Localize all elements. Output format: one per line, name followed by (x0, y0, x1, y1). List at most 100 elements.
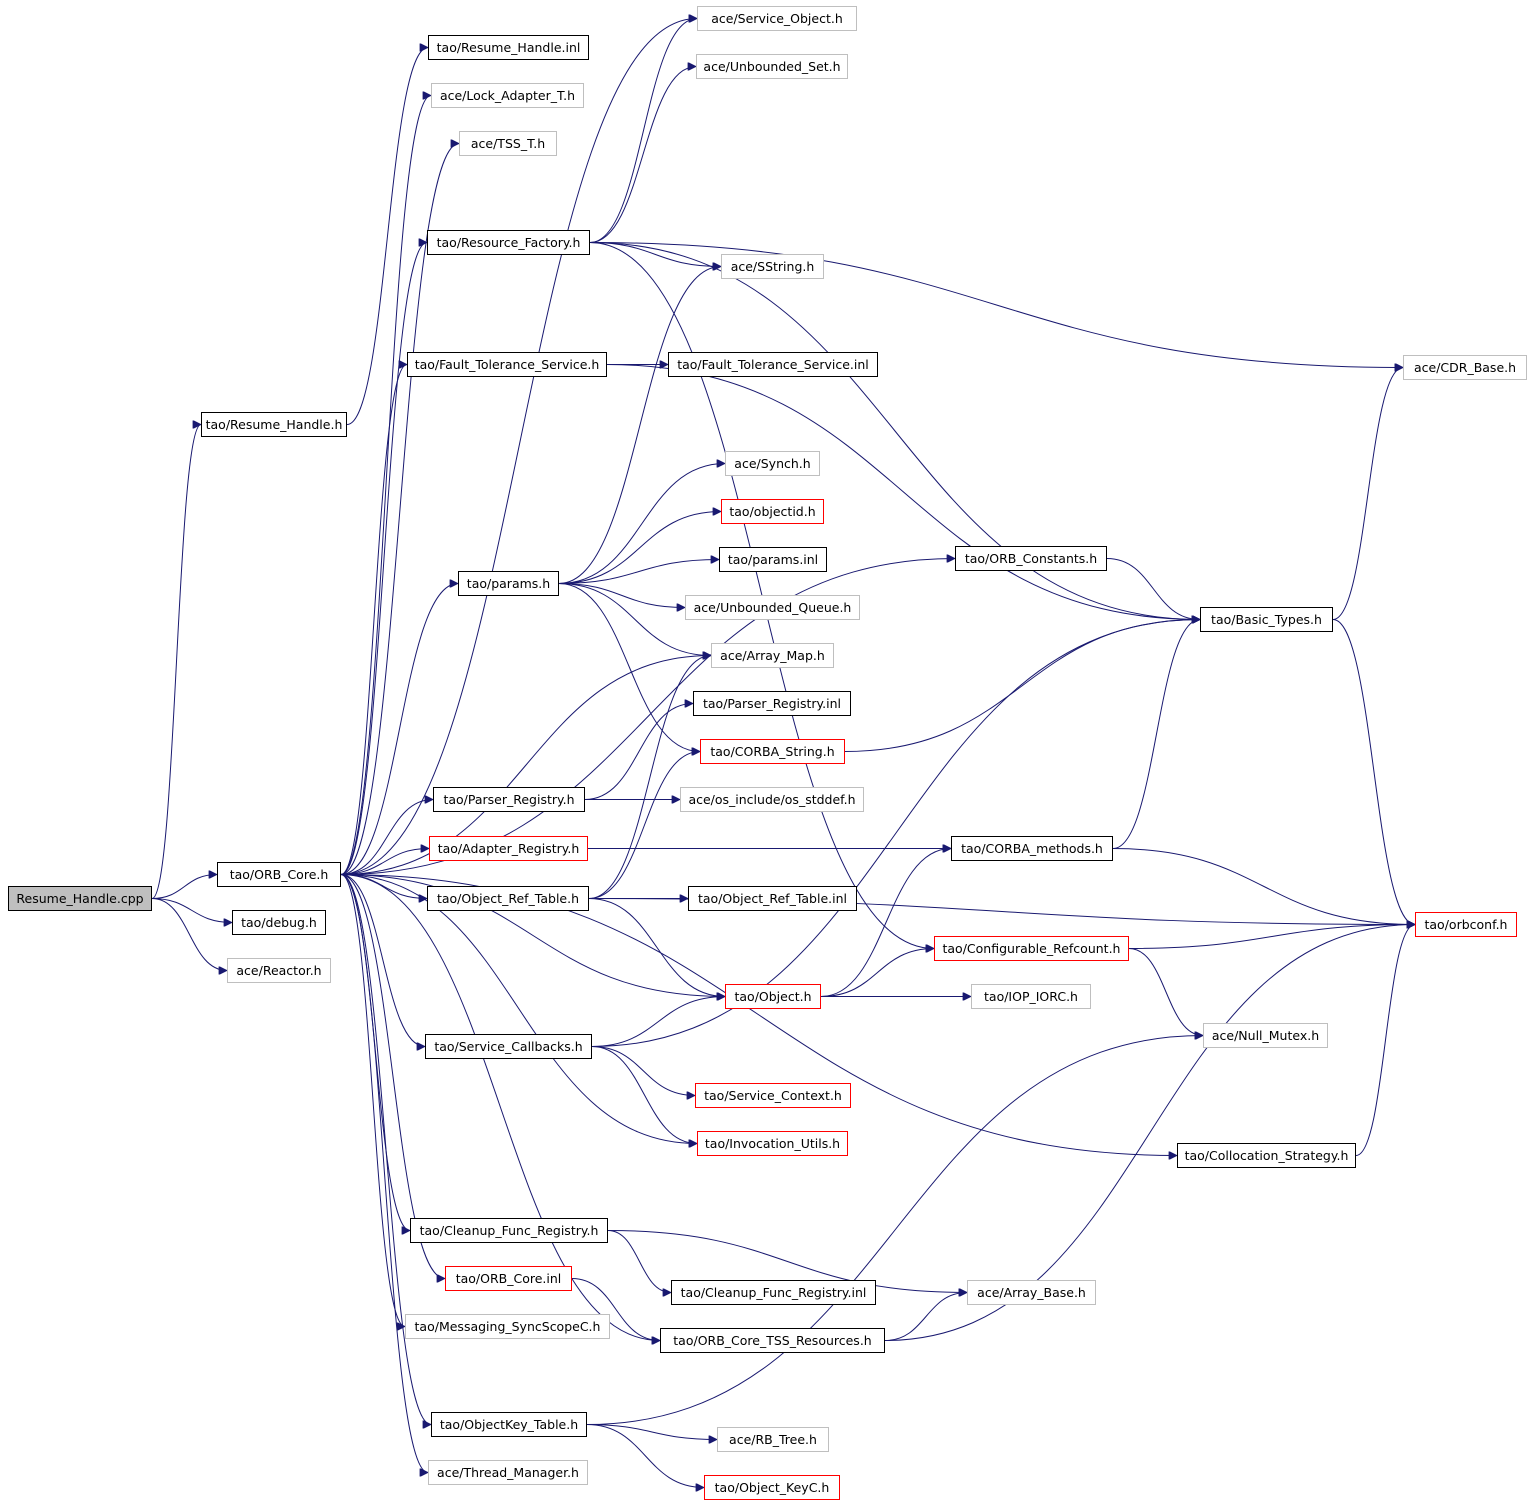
edge-ft-service-to-basic-types (606, 364, 1200, 620)
edge-orb-core-h-to-resource-factory (340, 243, 427, 875)
node-cdr-base[interactable]: ace/CDR_Base.h (1403, 355, 1527, 380)
edge-corba-methods-to-basic-types (1112, 620, 1200, 849)
node-collocation-strategy[interactable]: tao/Collocation_Strategy.h (1177, 1143, 1356, 1168)
node-service-context[interactable]: tao/Service_Context.h (695, 1083, 851, 1108)
node-parser-registry-inl[interactable]: tao/Parser_Registry.inl (693, 691, 851, 716)
edge-resource-factory-to-unbounded-set (589, 67, 696, 243)
node-orb-core-tss[interactable]: tao/ORB_Core_TSS_Resources.h (660, 1328, 885, 1353)
edge-configurable-refcount-to-null-mutex (1128, 948, 1203, 1036)
node-os-stddef[interactable]: ace/os_include/os_stddef.h (680, 787, 864, 812)
edge-service-callbacks-to-invocation-utils (591, 1046, 697, 1144)
node-adapter-registry[interactable]: tao/Adapter_Registry.h (429, 836, 588, 861)
edge-parser-registry-to-parser-registry-inl (584, 704, 693, 800)
edge-orb-core-h-to-parser-registry (340, 800, 433, 875)
edge-resume-cpp-to-reactor (151, 898, 227, 971)
node-cleanup-func-registry-inl[interactable]: tao/Cleanup_Func_Registry.inl (671, 1280, 876, 1305)
edge-orb-core-h-to-orb-core-inl (340, 874, 445, 1279)
node-ft-service-inl[interactable]: tao/Fault_Tolerance_Service.inl (668, 352, 878, 377)
node-object-keyc[interactable]: tao/Object_KeyC.h (704, 1475, 840, 1500)
node-orb-constants[interactable]: tao/ORB_Constants.h (955, 546, 1107, 571)
edge-configurable-refcount-to-orbconf (1128, 925, 1415, 949)
node-object-ref-table-inl[interactable]: tao/Object_Ref_Table.inl (688, 886, 857, 911)
node-params-h[interactable]: tao/params.h (458, 571, 559, 596)
node-resume-cpp[interactable]: Resume_Handle.cpp (8, 886, 152, 911)
node-sstring[interactable]: ace/SString.h (721, 254, 824, 279)
edge-params-h-to-synch (558, 464, 725, 584)
node-array-base[interactable]: ace/Array_Base.h (967, 1280, 1096, 1305)
edge-params-h-to-array-map (558, 583, 711, 656)
node-invocation-utils[interactable]: tao/Invocation_Utils.h (697, 1131, 848, 1156)
edge-resume-cpp-to-resume-h (151, 425, 201, 899)
edge-orb-core-h-to-array-map (340, 656, 711, 875)
edge-service-callbacks-to-service-context (591, 1046, 695, 1096)
node-configurable-refcount[interactable]: tao/Configurable_Refcount.h (934, 936, 1129, 961)
node-lock-adapter[interactable]: ace/Lock_Adapter_T.h (431, 83, 584, 108)
edge-resume-cpp-to-debug (151, 898, 232, 923)
edge-orb-core-inl-to-orb-core-tss (571, 1278, 660, 1341)
node-corba-string[interactable]: tao/CORBA_String.h (700, 739, 845, 764)
node-orb-core-inl[interactable]: tao/ORB_Core.inl (445, 1266, 572, 1291)
edge-params-h-to-objectid (558, 512, 721, 584)
node-object-ref-table[interactable]: tao/Object_Ref_Table.h (427, 886, 589, 911)
edge-object-ref-table-to-corba-string (588, 752, 700, 899)
edge-objectkey-table-to-object-keyc (586, 1424, 704, 1488)
node-resume-inl[interactable]: tao/Resume_Handle.inl (428, 35, 589, 60)
node-reactor[interactable]: ace/Reactor.h (227, 958, 331, 983)
edge-orb-core-h-to-adapter-registry (340, 849, 429, 875)
node-corba-methods[interactable]: tao/CORBA_methods.h (951, 836, 1113, 861)
node-iop-iorc[interactable]: tao/IOP_IORC.h (971, 984, 1091, 1009)
edge-orb-constants-to-basic-types (1106, 558, 1200, 620)
node-cleanup-func-registry[interactable]: tao/Cleanup_Func_Registry.h (410, 1218, 608, 1243)
node-params-inl[interactable]: tao/params.inl (719, 547, 827, 572)
edge-params-h-to-corba-string (558, 583, 700, 752)
node-objectkey-table[interactable]: tao/ObjectKey_Table.h (431, 1412, 587, 1437)
edge-collocation-strategy-to-orbconf (1355, 925, 1415, 1156)
edge-params-h-to-params-inl (558, 560, 719, 584)
edge-cleanup-func-registry-to-array-base (607, 1230, 967, 1293)
node-orb-core-h[interactable]: tao/ORB_Core.h (217, 862, 341, 887)
node-null-mutex[interactable]: ace/Null_Mutex.h (1203, 1023, 1328, 1048)
node-orbconf[interactable]: tao/orbconf.h (1415, 912, 1517, 937)
node-messaging-syncscope[interactable]: tao/Messaging_SyncScopeC.h (405, 1314, 610, 1339)
node-unbounded-queue[interactable]: ace/Unbounded_Queue.h (685, 595, 860, 620)
node-objectid[interactable]: tao/objectid.h (721, 499, 824, 524)
edge-basic-types-to-orbconf (1332, 619, 1415, 925)
edge-objectkey-table-to-null-mutex (586, 1036, 1203, 1425)
edge-resource-factory-to-cdr-base (589, 242, 1403, 368)
node-object-h[interactable]: tao/Object.h (725, 984, 821, 1009)
edge-orb-core-h-to-service-object (340, 19, 697, 875)
edge-object-ref-table-to-array-map (588, 656, 711, 899)
edge-params-h-to-unbounded-queue (558, 583, 685, 608)
node-parser-registry[interactable]: tao/Parser_Registry.h (433, 787, 585, 812)
edge-orb-core-h-to-invocation-utils (340, 874, 697, 1144)
edge-orb-core-h-to-lock-adapter (340, 96, 431, 875)
edge-orb-core-h-to-tss-t (340, 144, 459, 875)
edge-object-h-to-corba-methods (820, 849, 951, 997)
node-resource-factory[interactable]: tao/Resource_Factory.h (427, 230, 590, 255)
node-ft-service[interactable]: tao/Fault_Tolerance_Service.h (407, 352, 607, 377)
node-resume-h[interactable]: tao/Resume_Handle.h (201, 412, 347, 437)
edge-orb-core-h-to-thread-manager (340, 874, 428, 1473)
node-service-object[interactable]: ace/Service_Object.h (697, 6, 857, 31)
node-rb-tree[interactable]: ace/RB_Tree.h (717, 1427, 829, 1452)
edge-orb-core-tss-to-array-base (884, 1293, 967, 1341)
edge-object-ref-table-to-object-h (588, 898, 725, 997)
node-basic-types[interactable]: tao/Basic_Types.h (1200, 607, 1333, 632)
node-thread-manager[interactable]: ace/Thread_Manager.h (428, 1460, 588, 1485)
node-debug[interactable]: tao/debug.h (232, 910, 326, 935)
edge-objectkey-table-to-rb-tree (586, 1424, 717, 1440)
node-synch[interactable]: ace/Synch.h (725, 451, 820, 476)
edge-corba-string-to-basic-types (844, 620, 1200, 752)
edge-orb-core-h-to-collocation-strategy (340, 874, 1177, 1156)
edge-orb-core-h-to-service-callbacks (340, 874, 425, 1047)
edge-service-callbacks-to-object-h (591, 997, 725, 1047)
node-array-map[interactable]: ace/Array_Map.h (711, 643, 834, 668)
node-unbounded-set[interactable]: ace/Unbounded_Set.h (696, 54, 848, 79)
node-tss-t[interactable]: ace/TSS_T.h (459, 131, 557, 156)
edge-cleanup-func-registry-to-cleanup-func-registry-inl (607, 1230, 671, 1293)
edge-resume-h-to-resume-inl (346, 48, 428, 425)
edge-orb-core-h-to-object-h (340, 874, 725, 997)
edge-object-h-to-configurable-refcount (820, 949, 934, 997)
node-service-callbacks[interactable]: tao/Service_Callbacks.h (425, 1034, 592, 1059)
